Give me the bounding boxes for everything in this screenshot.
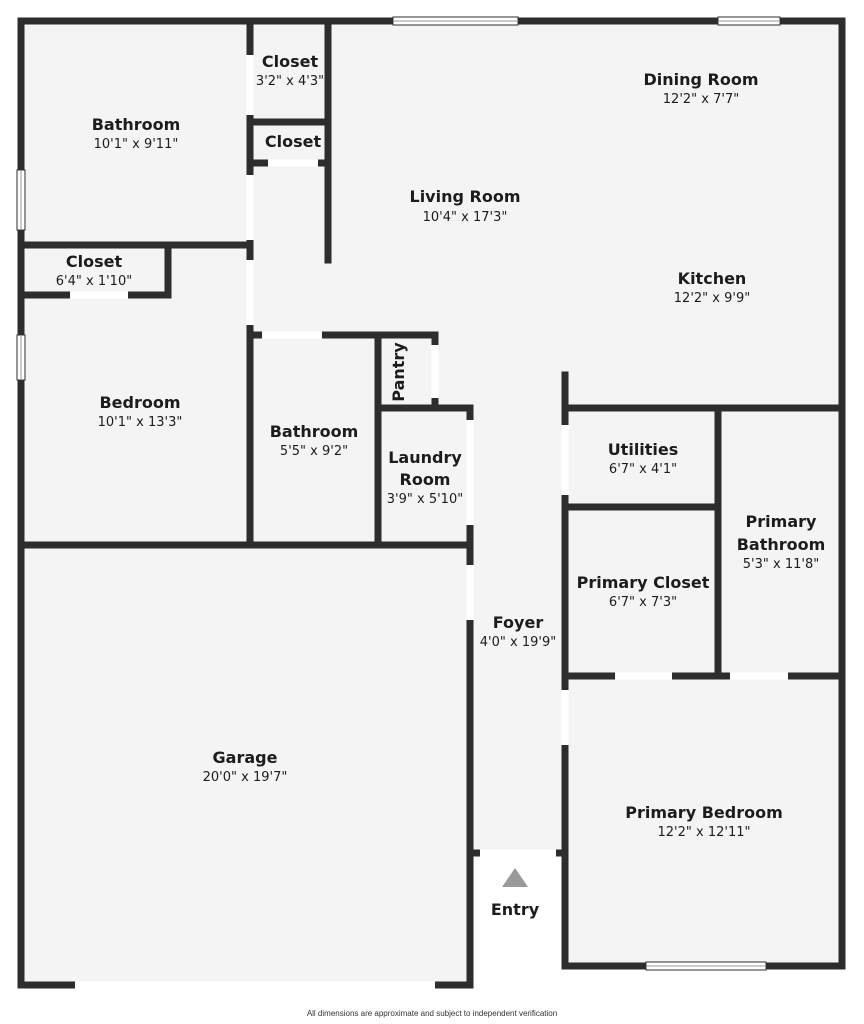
room-dims-bedroom: 10'1" x 13'3"	[98, 415, 183, 430]
room-dims-primary-bathroom: 5'3" x 11'8"	[743, 557, 819, 572]
room-dims-bathroom: 10'1" x 9'11"	[94, 137, 179, 152]
room-dims-garage: 20'0" x 19'7"	[203, 770, 288, 785]
room-dims-primary-bedroom: 12'2" x 12'11"	[658, 825, 751, 840]
entry-arrow-icon	[502, 868, 528, 887]
room-name-bedroom: Bedroom	[99, 393, 180, 412]
room-name-primary-closet: Primary Closet	[577, 573, 710, 592]
room-dims-closet-hall: 6'4" x 1'10"	[56, 274, 132, 289]
entry-label: Entry	[491, 900, 540, 919]
room-name-laundry-line1: Laundry	[388, 448, 462, 467]
room-name-garage: Garage	[213, 748, 278, 767]
room-dims-kitchen: 12'2" x 9'9"	[674, 291, 750, 306]
room-name-primary-bedroom: Primary Bedroom	[625, 803, 783, 822]
room-name-kitchen: Kitchen	[678, 269, 747, 288]
floor-area	[21, 21, 842, 985]
room-dims-living-room: 10'4" x 17'3"	[423, 210, 508, 225]
room-name-laundry-line2: Room	[400, 470, 451, 489]
disclaimer: All dimensions are approximate and subje…	[306, 1009, 558, 1018]
door-openings	[70, 55, 788, 989]
room-dims-dining-room: 12'2" x 7'7"	[663, 92, 739, 107]
room-name-closet-small: Closet	[265, 132, 322, 151]
room-name-dining-room: Dining Room	[643, 70, 758, 89]
room-name-foyer: Foyer	[493, 613, 544, 632]
room-dims-closet: 3'2" x 4'3"	[256, 74, 324, 89]
room-dims-bathroom-2: 5'5" x 9'2"	[280, 444, 348, 459]
room-dims-utilities: 6'7" x 4'1"	[609, 462, 677, 477]
room-name-utilities: Utilities	[608, 440, 679, 459]
room-name-primary-bathroom-line2: Bathroom	[737, 535, 826, 554]
room-name-closet: Closet	[262, 52, 319, 71]
room-name-living-room: Living Room	[410, 187, 521, 206]
room-name-primary-bathroom-line1: Primary	[746, 512, 817, 531]
room-dims-laundry-room: 3'9" x 5'10"	[387, 492, 463, 507]
room-name-bathroom: Bathroom	[92, 115, 181, 134]
room-dims-primary-closet: 6'7" x 7'3"	[609, 595, 677, 610]
room-name-pantry: Pantry	[389, 342, 408, 402]
room-name-bathroom-2: Bathroom	[270, 422, 359, 441]
room-name-closet-hall: Closet	[66, 252, 123, 271]
room-dims-foyer: 4'0" x 19'9"	[480, 635, 556, 650]
